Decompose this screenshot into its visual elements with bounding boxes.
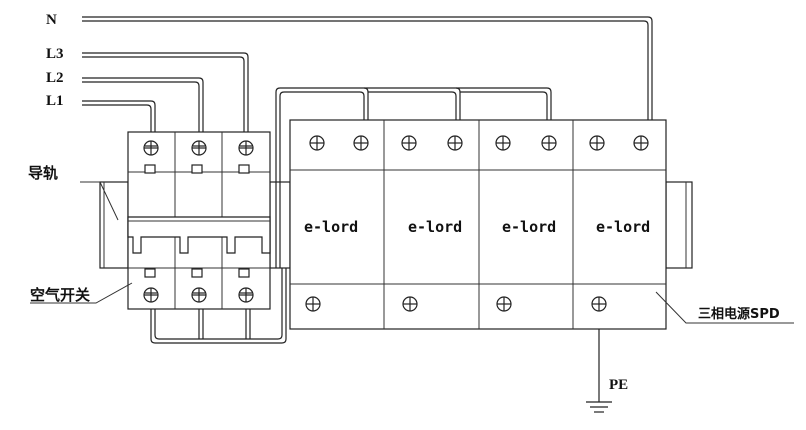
screw-icon — [191, 287, 207, 303]
screw-icon — [238, 140, 254, 156]
screw-icon — [143, 287, 159, 303]
screw-icon — [353, 135, 369, 151]
screw-icon — [447, 135, 463, 151]
screw-icon — [191, 140, 207, 156]
screw-icon — [401, 135, 417, 151]
breaker-screw-icons — [143, 140, 254, 303]
spd-top-screw-icons — [309, 135, 649, 151]
spd-module-brand: e-lord — [502, 218, 556, 236]
label-din-rail: 导轨 — [28, 164, 58, 182]
wire-label-l3: L3 — [46, 46, 64, 62]
wire-label-l2: L2 — [46, 70, 64, 86]
screw-icon — [402, 296, 418, 312]
screw-icon — [495, 135, 511, 151]
air-breaker — [127, 131, 271, 310]
spd-module-brand: e-lord — [304, 218, 358, 236]
leader-lines — [30, 181, 794, 324]
wire-label-n: N — [46, 12, 57, 28]
breaker-bottom-wires — [150, 268, 287, 344]
ground-symbol-icon — [586, 329, 612, 413]
wire-label-l1: L1 — [46, 93, 64, 109]
screw-icon — [305, 296, 321, 312]
screw-icon — [309, 135, 325, 151]
label-air-breaker: 空气开关 — [30, 286, 90, 304]
spd-body — [289, 119, 667, 330]
screw-icon — [633, 135, 649, 151]
screw-icon — [143, 140, 159, 156]
screw-icon — [541, 135, 557, 151]
spd-top-bridges — [275, 87, 552, 268]
screw-icon — [591, 296, 607, 312]
spd-bottom-screw-icons — [305, 296, 607, 312]
spd-module-brand: e-lord — [596, 218, 650, 236]
spd-module-brand: e-lord — [408, 218, 462, 236]
screw-icon — [238, 287, 254, 303]
screw-icon — [496, 296, 512, 312]
label-spd: 三相电源SPD — [698, 306, 780, 322]
incoming-wires — [82, 16, 653, 132]
wire-label-pe: PE — [609, 377, 628, 393]
screw-icon — [589, 135, 605, 151]
